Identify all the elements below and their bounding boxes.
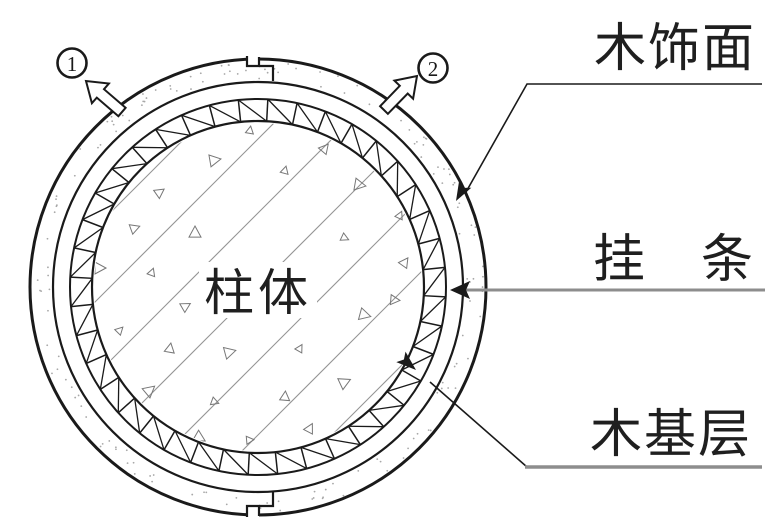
wood-veneer-arrow-icon (456, 180, 472, 201)
hanging-strip-leader (450, 281, 765, 299)
marker-1-direction-arrow-icon (84, 79, 128, 118)
marker-2-circle-icon (417, 52, 449, 84)
wood-veneer-label: 木饰面 (594, 21, 756, 78)
wood-base-leader (396, 351, 762, 469)
section-marker-1: 1 (56, 47, 88, 79)
center-label-backing (199, 262, 317, 318)
wood-base-label: 木基层 (590, 407, 752, 464)
wood-base-inner-circle (90, 119, 426, 455)
veneer-joint-bottom (245, 491, 275, 517)
concrete-aggregate-triangles (94, 125, 409, 446)
wood-base-arrow-icon (396, 351, 416, 370)
section-marker-2: 2 (417, 52, 449, 84)
wood-base-truss-hatch (69, 98, 447, 476)
marker-1-number: 1 (67, 52, 78, 76)
section-marker-arrows (84, 74, 419, 118)
marker-2-direction-arrow-icon (378, 74, 419, 116)
wood-veneer-leader (456, 83, 762, 201)
veneer-joint-top (245, 54, 275, 81)
hanging-strip-arrow-icon (450, 281, 470, 299)
marker-2-number: 2 (428, 57, 439, 81)
veneer-stipple-texture (36, 63, 484, 512)
column-body-label: 柱体 (204, 265, 312, 321)
marker-1-circle-icon (56, 47, 88, 79)
hanging-strip-label: 挂 条 (593, 232, 755, 289)
wood-base-outer-circle (69, 98, 447, 476)
